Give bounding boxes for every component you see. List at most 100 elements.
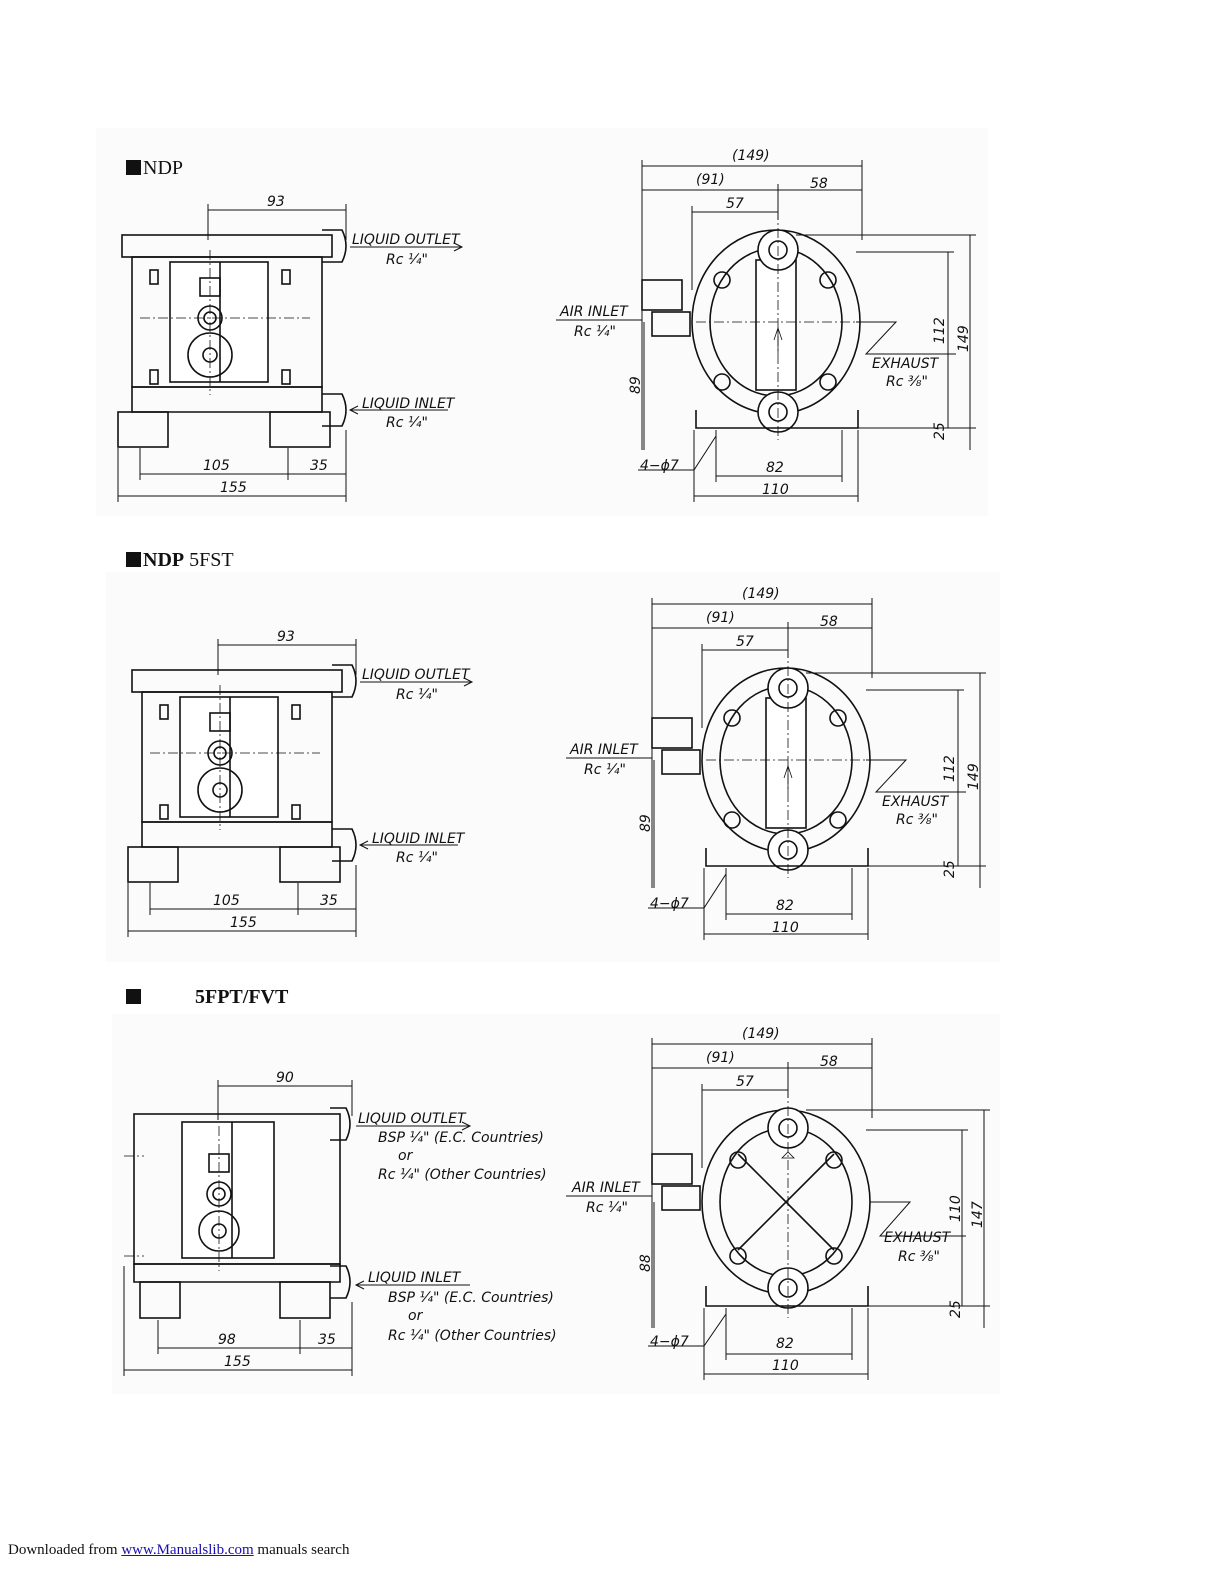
side-pump-body	[651, 648, 896, 878]
front-view-drawing-2: 93 105 35 155 LIQUID OUTLET Rc ¼" LIQUID…	[127, 629, 474, 937]
front-view-drawing-3: 90 98 35 155 LIQUID OUTLET BSP ¼" (E.C. …	[123, 1070, 557, 1376]
inlet-alt-3: Rc ¼" (Other Countries)	[388, 1328, 557, 1344]
outlet-label: LIQUID OUTLET	[362, 667, 471, 683]
dim-89-label: 88	[638, 1254, 654, 1272]
outlet-size: Rc ¼"	[396, 687, 438, 703]
exhaust-label: EXHAUST	[882, 794, 950, 810]
dim-h-total-label: 147	[970, 1201, 986, 1228]
exhaust-label: EXHAUST	[884, 1230, 952, 1246]
air-inlet-size: Rc ¼"	[586, 1200, 628, 1216]
dim-89-label: 89	[628, 376, 644, 394]
dim-110-label: 110	[762, 482, 789, 498]
exhaust-size: Rc ⅜"	[886, 374, 928, 390]
dim-57-label: 57	[726, 196, 744, 212]
dim-149p-label: (149)	[742, 586, 780, 602]
dim-top-label: 90	[276, 1070, 294, 1086]
front-dimensions: 93 105 35 155 LIQUID OUTLET Rc ¼" LIQUID…	[127, 629, 474, 937]
exhaust-label: EXHAUST	[872, 356, 940, 372]
side-view-drawing-2: (149) (91) 58 57 112 149 25 89 AIR INLET…	[566, 586, 986, 940]
section-title-3: 5FPT/FVT	[126, 986, 288, 1009]
front-pump-body	[124, 1107, 351, 1319]
air-inlet-label: AIR INLET	[571, 1180, 641, 1196]
front-pump-body	[117, 229, 347, 448]
air-inlet-label: AIR INLET	[569, 742, 639, 758]
dim-a-label: 98	[218, 1332, 236, 1348]
air-inlet-label: AIR INLET	[559, 304, 629, 320]
dim-25-label: 25	[948, 1300, 964, 1318]
dim-h-inner-label: 112	[932, 317, 948, 344]
dim-h-total-label: 149	[966, 763, 982, 790]
dim-58-label: 58	[820, 1054, 838, 1070]
outlet-alt-1: BSP ¼" (E.C. Countries)	[378, 1130, 544, 1146]
bullet-square-icon	[126, 989, 141, 1004]
dim-a-label: 105	[203, 458, 230, 474]
outlet-size: Rc ¼"	[386, 252, 428, 268]
bullet-square-icon	[126, 160, 141, 175]
inlet-alt-2: or	[408, 1308, 424, 1324]
dim-b-label: 35	[318, 1332, 336, 1348]
front-pump-body	[127, 664, 357, 883]
outlet-label: LIQUID OUTLET	[358, 1111, 467, 1127]
side-dimensions: (149) (91) 58 57 110 147 25 88 AIR INLET…	[566, 1026, 990, 1380]
dim-57-label: 57	[736, 1074, 754, 1090]
dim-82-label: 82	[776, 898, 794, 914]
exhaust-size: Rc ⅜"	[896, 812, 938, 828]
holes-label: 4−ϕ7	[650, 1334, 689, 1350]
inlet-label: LIQUID INLET	[362, 396, 456, 412]
dim-91p-label: (91)	[706, 610, 735, 626]
dim-total-label: 155	[230, 915, 257, 931]
holes-label: 4−ϕ7	[650, 896, 689, 912]
section-title-1: NDP	[126, 157, 183, 180]
footer: Downloaded from www.Manualslib.com manua…	[8, 1542, 349, 1559]
holes-label: 4−ϕ7	[640, 458, 679, 474]
front-dimensions: 93 105 35 155 LIQUID OUTLET Rc ¼" LIQUID…	[117, 194, 464, 502]
exhaust-size: Rc ⅜"	[898, 1249, 940, 1265]
manualslib-link[interactable]: www.Manualslib.com	[121, 1542, 254, 1558]
inlet-size: Rc ¼"	[386, 415, 428, 431]
side-dimensions: (149) (91) 58 57 112 149 25 89 AIR INLET…	[556, 148, 976, 502]
front-view-drawing-1: 93 105 35 155 LIQUID OUTLET Rc ¼" LIQUID…	[117, 194, 464, 502]
dim-82-label: 82	[766, 460, 784, 476]
dim-25-label: 25	[942, 860, 958, 878]
outlet-label: LIQUID OUTLET	[352, 232, 461, 248]
inlet-size: Rc ¼"	[396, 850, 438, 866]
footer-prefix: Downloaded from	[8, 1542, 122, 1558]
section-title-2: NDP 5FST	[126, 549, 234, 572]
dim-top-label: 93	[277, 629, 295, 645]
bullet-square-icon	[126, 552, 141, 567]
dim-b-label: 35	[320, 893, 338, 909]
dim-h-total-label: 149	[956, 325, 972, 352]
dim-82-label: 82	[776, 1336, 794, 1352]
front-dimensions: 90 98 35 155 LIQUID OUTLET BSP ¼" (E.C. …	[123, 1070, 557, 1376]
air-inlet-size: Rc ¼"	[574, 324, 616, 340]
inlet-alt-1: BSP ¼" (E.C. Countries)	[388, 1290, 554, 1306]
dim-total-label: 155	[220, 480, 247, 496]
dim-25-label: 25	[932, 422, 948, 440]
footer-suffix: manuals search	[253, 1542, 350, 1558]
dim-149p-label: (149)	[732, 148, 770, 164]
dim-58-label: 58	[820, 614, 838, 630]
dim-57-label: 57	[736, 634, 754, 650]
dim-top-label: 93	[267, 194, 285, 210]
dim-91p-label: (91)	[696, 172, 725, 188]
side-pump-body	[651, 1088, 871, 1318]
side-pump-body	[641, 210, 886, 440]
outlet-alt-3: Rc ¼" (Other Countries)	[378, 1167, 547, 1183]
dim-91p-label: (91)	[706, 1050, 735, 1066]
outlet-alt-2: or	[398, 1148, 414, 1164]
side-dimensions: (149) (91) 58 57 112 149 25 89 AIR INLET…	[566, 586, 986, 940]
dim-58-label: 58	[810, 176, 828, 192]
dim-110-label: 110	[772, 920, 799, 936]
dim-149p-label: (149)	[742, 1026, 780, 1042]
dim-b-label: 35	[310, 458, 328, 474]
dim-total-label: 155	[224, 1354, 251, 1370]
inlet-label: LIQUID INLET	[372, 831, 466, 847]
side-view-drawing-1: (149) (91) 58 57 112 149 25 89 AIR INLET…	[556, 148, 976, 502]
dim-h-inner-label: 110	[948, 1195, 964, 1222]
dim-h-inner-label: 112	[942, 755, 958, 782]
side-view-drawing-3: (149) (91) 58 57 110 147 25 88 AIR INLET…	[566, 1026, 990, 1380]
dim-89-label: 89	[638, 814, 654, 832]
inlet-label: LIQUID INLET	[368, 1270, 462, 1286]
dim-110-label: 110	[772, 1358, 799, 1374]
dim-a-label: 105	[213, 893, 240, 909]
